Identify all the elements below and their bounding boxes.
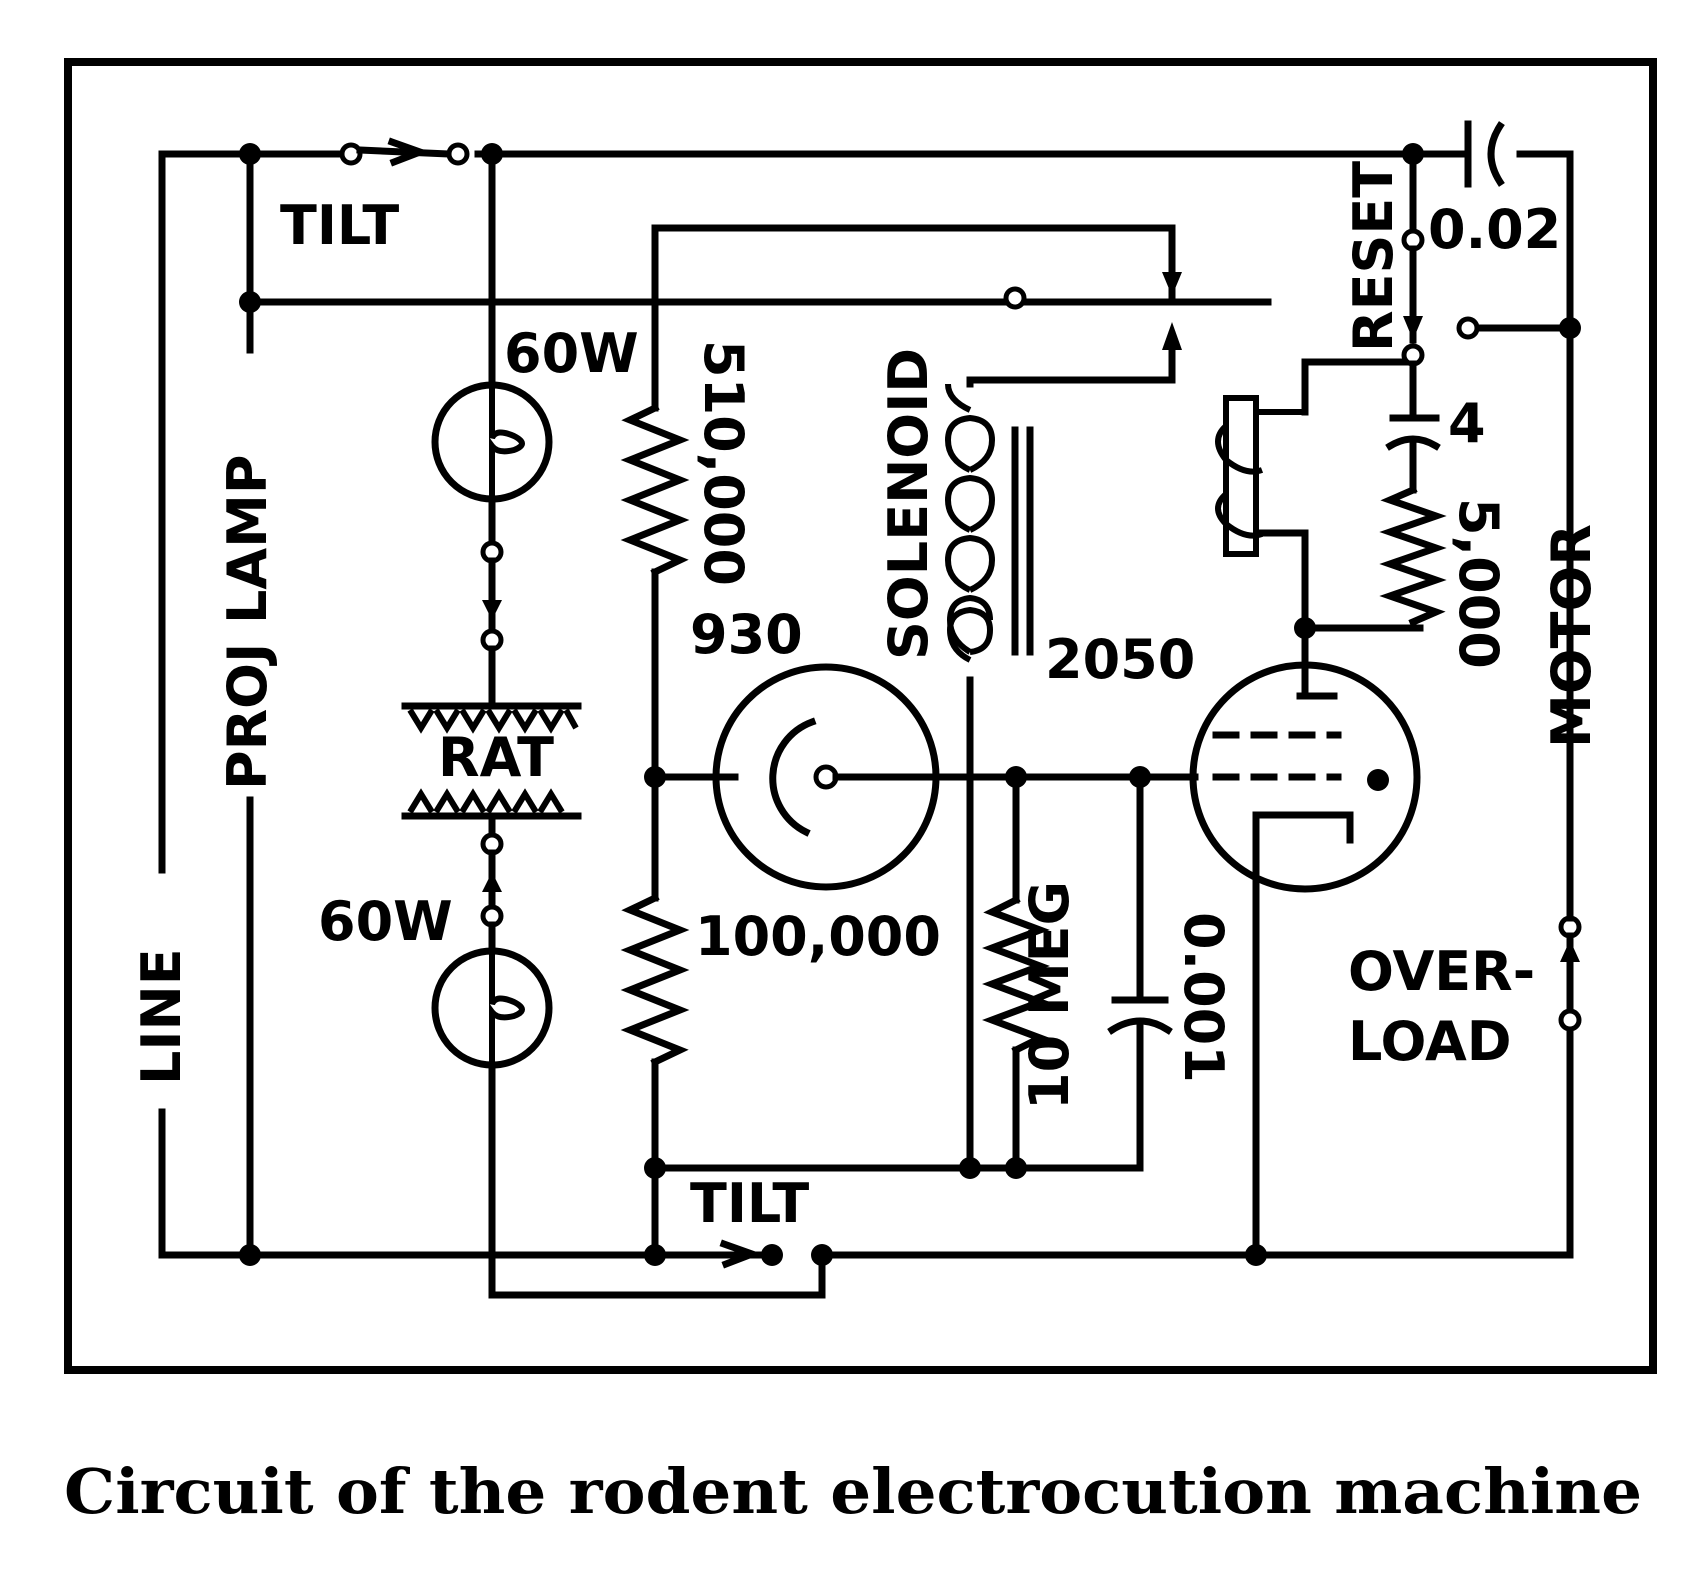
relay-wire — [1251, 529, 1309, 632]
phototube-930-label: 930 — [690, 603, 803, 666]
tilt-switch-bottom — [654, 1239, 833, 1269]
solenoid-label: SOLENOID — [877, 348, 940, 660]
tilt-label-bottom: TILT — [690, 1172, 809, 1235]
resistor-100000-label: 100,000 — [695, 905, 941, 968]
arrow-up-icon — [482, 872, 502, 892]
line-label: LINE — [130, 948, 193, 1085]
junction-dot — [644, 1244, 666, 1266]
thyratron-2050-label: 2050 — [1045, 628, 1195, 691]
resistor-10meg — [982, 895, 1050, 1055]
figure-caption: Circuit of the rodent electrocution mach… — [64, 1455, 1642, 1528]
junction-dot — [239, 1244, 261, 1266]
junction-dot — [959, 1157, 981, 1179]
resistor-510000-label: 510,000 — [692, 340, 755, 586]
overload-label-line2: LOAD — [1348, 1010, 1512, 1073]
relay-coil — [1215, 395, 1305, 557]
resistor-100000 — [620, 893, 690, 1067]
arrow-down-icon — [1403, 316, 1423, 340]
capacitor-0001-label: 0.001 — [1172, 912, 1235, 1083]
resistor-10meg-label: 10 MEG — [1018, 881, 1081, 1110]
capacitor-4-label: 4 — [1448, 392, 1486, 455]
lamp-label-top: 60W — [504, 322, 639, 385]
lamp-60w-top — [431, 381, 553, 503]
proj-lamp-label: PROJ LAMP — [216, 455, 279, 790]
junction-dot — [1245, 1244, 1267, 1266]
reset-label: RESET — [1342, 161, 1405, 352]
bottom-rail-right — [822, 1016, 1574, 1259]
capacitor-002-label: 0.02 — [1428, 198, 1561, 261]
resistor-5000-label: 5,000 — [1447, 498, 1510, 669]
relay-wire — [1301, 358, 1417, 416]
arrow-down-icon — [482, 600, 502, 620]
overload-label-line1: OVER- — [1348, 940, 1535, 1003]
contact-point — [1003, 286, 1027, 310]
arrow-down-icon — [1162, 272, 1182, 296]
solenoid-coil — [944, 322, 1182, 1172]
lamp-60w-bottom — [431, 947, 553, 1069]
motor-label: MOTOR — [1540, 524, 1603, 748]
junction-dot — [1005, 1157, 1027, 1179]
lamp-return-wire — [488, 1061, 826, 1299]
resistor-510000 — [620, 403, 690, 577]
tilt-label-top: TILT — [280, 194, 399, 257]
junction-dot — [239, 291, 261, 313]
tilt-switch-top — [339, 137, 470, 167]
diagram-border — [64, 58, 1657, 1374]
lamp-label-bottom: 60W — [318, 890, 453, 953]
motor-contact — [1456, 316, 1480, 340]
capacitor-002 — [1464, 120, 1505, 188]
rat-label: RAT — [438, 726, 554, 789]
top-control-wire — [651, 224, 1176, 306]
junction-dot — [239, 143, 261, 165]
resistor-5000 — [1379, 485, 1447, 627]
